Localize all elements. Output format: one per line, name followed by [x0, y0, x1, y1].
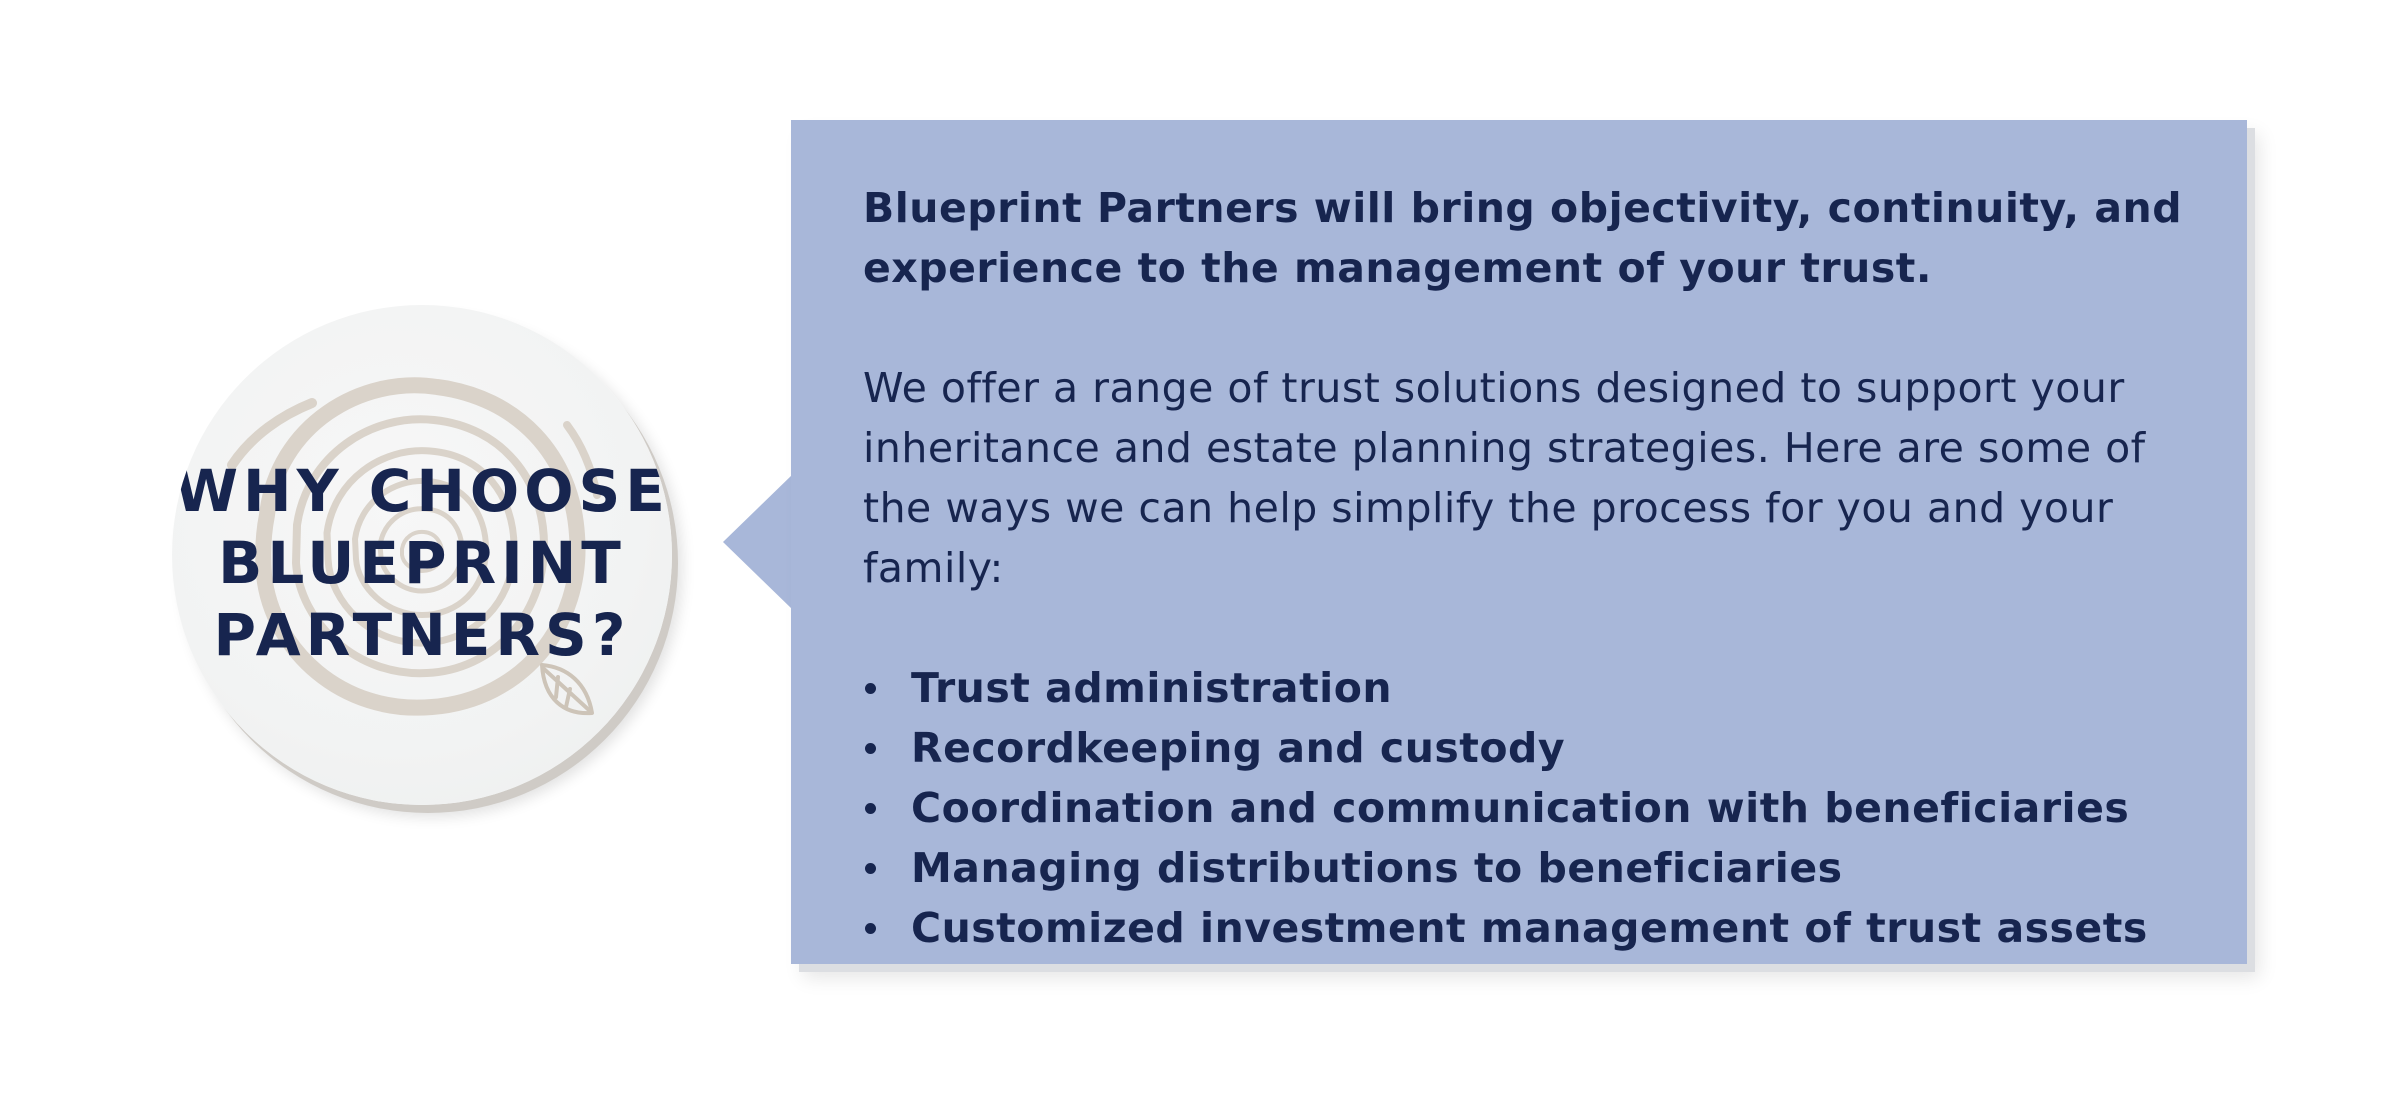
- intro-paragraph: We offer a range of trust solutions desi…: [863, 364, 2146, 592]
- bullet-icon: [865, 683, 876, 694]
- bullet-icon: [865, 863, 876, 874]
- bullet-icon: [865, 743, 876, 754]
- list-item: Coordination and communication with bene…: [863, 778, 2193, 838]
- why-choose-badge: WHY CHOOSE BLUEPRINT PARTNERS?: [172, 305, 672, 805]
- list-item: Recordkeeping and custody: [863, 718, 2193, 778]
- list-item: Trust administration: [863, 658, 2193, 718]
- callout-box: Blueprint Partners will bring objectivit…: [791, 120, 2247, 964]
- list-item: Managing distributions to beneficiaries: [863, 838, 2193, 898]
- service-label: Coordination and communication with bene…: [911, 784, 2130, 832]
- callout-pointer: [723, 474, 793, 610]
- service-label: Managing distributions to beneficiaries: [911, 844, 1843, 892]
- service-label: Customized investment management of trus…: [911, 904, 2148, 952]
- list-item: Customized investment management of trus…: [863, 898, 2193, 958]
- bullet-icon: [865, 923, 876, 934]
- tree-rings-icon: [227, 377, 601, 716]
- service-label: Trust administration: [911, 664, 1393, 712]
- callout-content: Blueprint Partners will bring objectivit…: [863, 178, 2193, 958]
- badge-title: WHY CHOOSE BLUEPRINT PARTNERS?: [174, 457, 670, 669]
- bullet-icon: [865, 803, 876, 814]
- services-list: Trust administration Recordkeeping and c…: [863, 658, 2193, 958]
- service-label: Recordkeeping and custody: [911, 724, 1566, 772]
- lead-statement: Blueprint Partners will bring objectivit…: [863, 184, 2183, 292]
